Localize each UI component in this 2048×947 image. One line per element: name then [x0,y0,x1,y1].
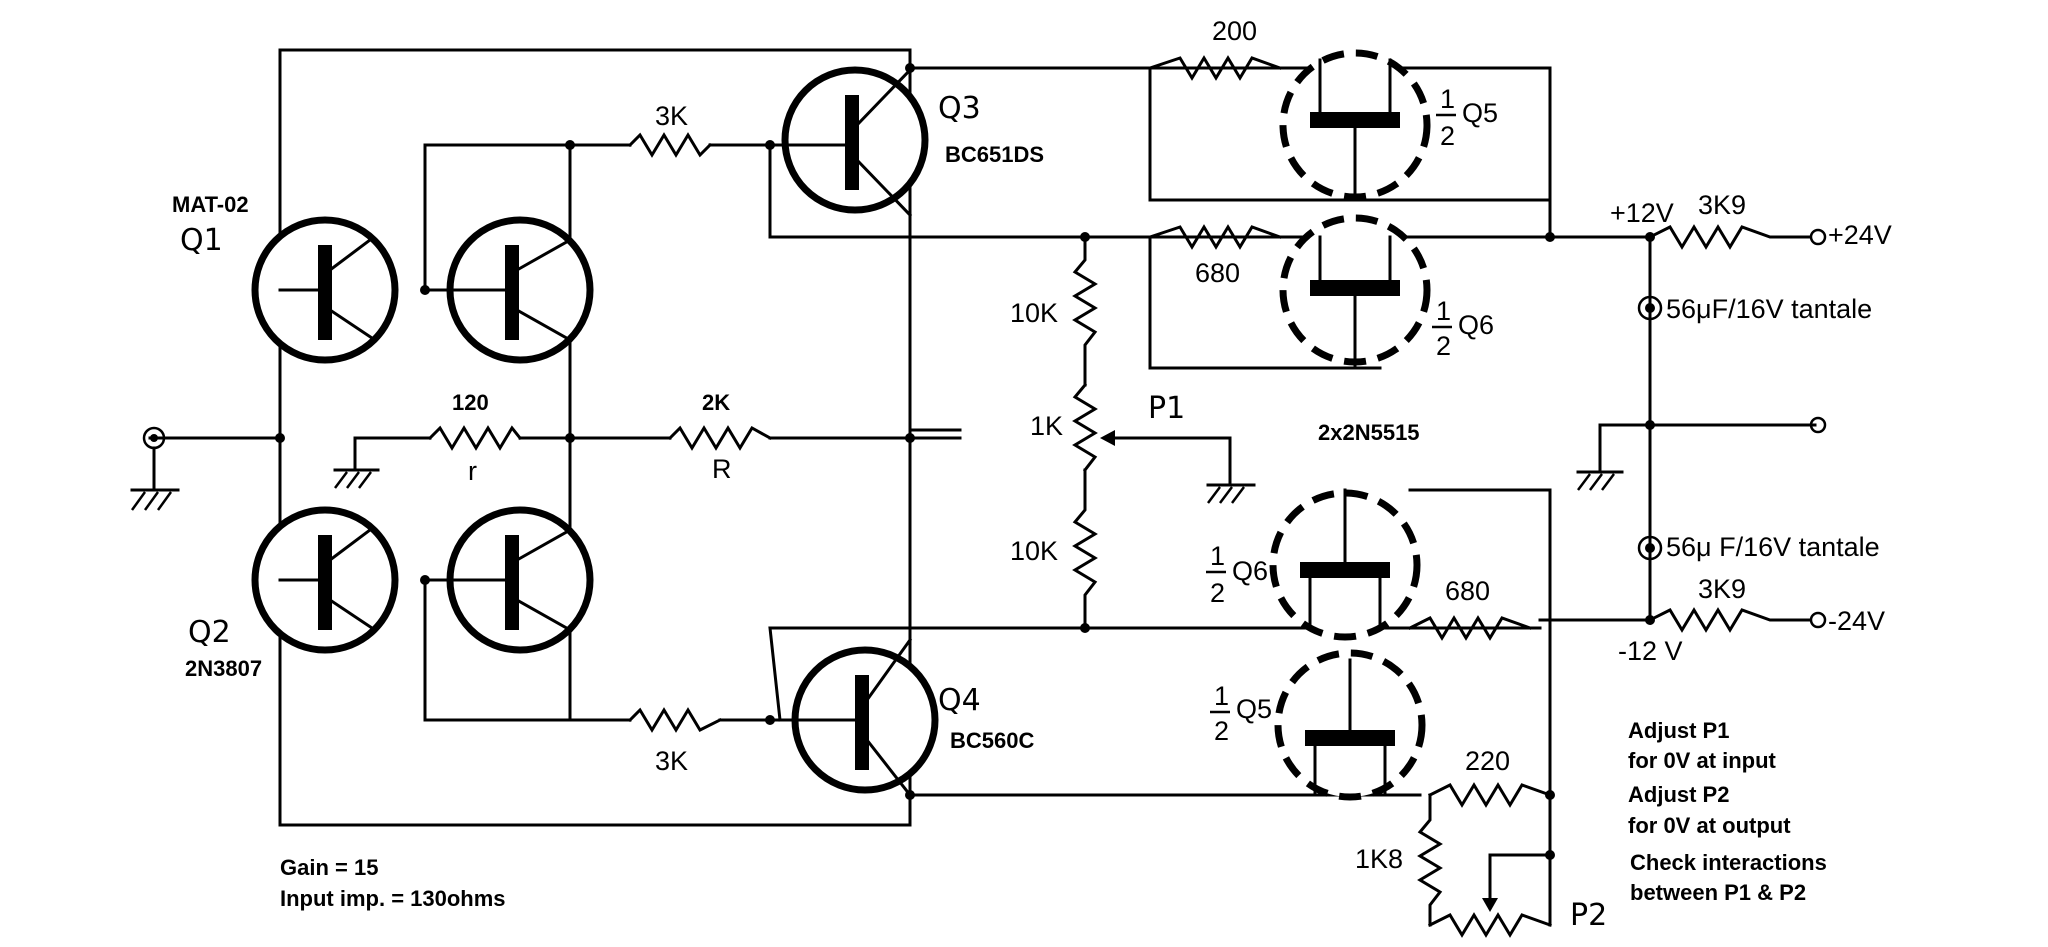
svg-text:1: 1 [1440,84,1455,114]
r-3k9-top-label: 3K9 [1698,190,1746,220]
svg-text:2: 2 [1210,578,1225,608]
v-plus12-label: +12V [1610,198,1674,228]
resistor-3k-top [627,132,713,158]
r-small-label: r [468,456,477,486]
resistor-120 [427,425,523,451]
q2-part-label: 2N3807 [185,656,262,681]
jfet-q6-bottom [1269,488,1421,641]
svg-text:Q6: Q6 [1232,556,1268,586]
q6-top-label: 1 2 Q6 [1432,296,1494,361]
svg-text:1: 1 [1214,681,1229,711]
transistor-q2b [423,506,594,654]
v-minus24-label: -24V [1828,606,1885,636]
adjust-p1-note-2: for 0V at input [1628,748,1777,773]
resistor-10k-top [1072,235,1098,387]
resistor-200 [1148,55,1552,202]
input-impedance-note: Input imp. = 130ohms [280,886,506,911]
resistor-680-top [1148,224,1382,370]
q1-part-label: MAT-02 [172,192,249,217]
resistor-2k [667,425,773,451]
check-interactions-note-2: between P1 & P2 [1630,880,1806,905]
r-220-label: 220 [1465,746,1510,776]
r-120-label: 120 [452,390,489,415]
r-10k-top-label: 10K [1010,298,1058,328]
v-minus12-label: -12 V [1618,636,1683,666]
cap-top-label: 56μF/16V tantale [1666,294,1872,324]
jfet-q5-top [1279,49,1431,202]
v-plus24-label: +24V [1828,220,1892,250]
resistor-10k-bottom [1072,468,1098,630]
resistor-1k8 [1417,793,1443,927]
transistor-q1a [251,216,399,364]
r-3k-bottom-label: 3K [655,746,688,776]
gain-note: Gain = 15 [280,855,378,880]
transistor-q3 [768,66,929,218]
r-3k-top-label: 3K [655,101,688,131]
r-200-label: 200 [1212,16,1257,46]
transistor-q2a [251,506,399,654]
ground-symbol [333,468,380,489]
q4-part-label: BC560C [950,728,1034,753]
svg-text:Q6: Q6 [1458,310,1494,340]
q5-bottom-label: 1 2 Q5 [1210,681,1272,746]
resistor-3k9-top [1647,224,1812,250]
junctions [275,63,1655,860]
q2-label: Q2 [188,615,231,650]
r-10k-bottom-label: 10K [1010,536,1058,566]
q6-bottom-label: 1 2 Q6 [1206,541,1268,608]
adjust-p1-note: Adjust P1 [1628,718,1729,743]
q3-part-label: BC651DS [945,142,1044,167]
r-3k9-bottom-label: 3K9 [1698,574,1746,604]
p1-label: P1 [1148,391,1185,426]
input-jack [130,426,180,511]
svg-text:1: 1 [1210,541,1225,571]
r-1k8-label: 1K8 [1355,844,1403,874]
jfet-q6-top [1279,214,1431,370]
r-680-bottom-label: 680 [1445,576,1490,606]
transistor-q4 [778,637,939,798]
svg-text:Q5: Q5 [1462,98,1498,128]
capacitors [1637,295,1663,561]
svg-text:2: 2 [1436,331,1451,361]
resistor-680-bottom [1407,615,1532,641]
jfet-parts-label: 2x2N5515 [1318,420,1420,445]
r-1k-label: 1K [1030,411,1063,441]
r-big-label: R [712,454,732,484]
transistor-q1b [423,216,594,364]
r-2k-label: 2K [702,390,730,415]
jfet-q5-bottom [1274,649,1426,801]
potentiometer-p2 [1427,793,1552,938]
q4-label: Q4 [938,683,981,718]
resistor-3k9-bottom [1647,607,1812,633]
r-680-top-label: 680 [1195,258,1240,288]
potentiometer-p1 [1072,382,1256,504]
svg-text:2: 2 [1214,716,1229,746]
cap-bottom-label: 56μ F/16V tantale [1666,532,1880,562]
adjust-p2-note-2: for 0V at output [1628,813,1791,838]
p2-label: P2 [1570,898,1607,933]
svg-text:1: 1 [1436,296,1451,326]
adjust-p2-note: Adjust P2 [1628,782,1729,807]
resistor-3k-bottom [627,707,723,733]
wires-right [1408,235,1817,797]
terminals [1809,228,1827,629]
svg-text:Q5: Q5 [1236,694,1272,724]
q3-label: Q3 [938,91,981,126]
svg-text:2: 2 [1440,121,1455,151]
check-interactions-note: Check interactions [1630,850,1827,875]
q1-label: Q1 [180,223,223,258]
resistor-220 [1427,782,1552,808]
q5-top-label: 1 2 Q5 [1436,84,1498,151]
